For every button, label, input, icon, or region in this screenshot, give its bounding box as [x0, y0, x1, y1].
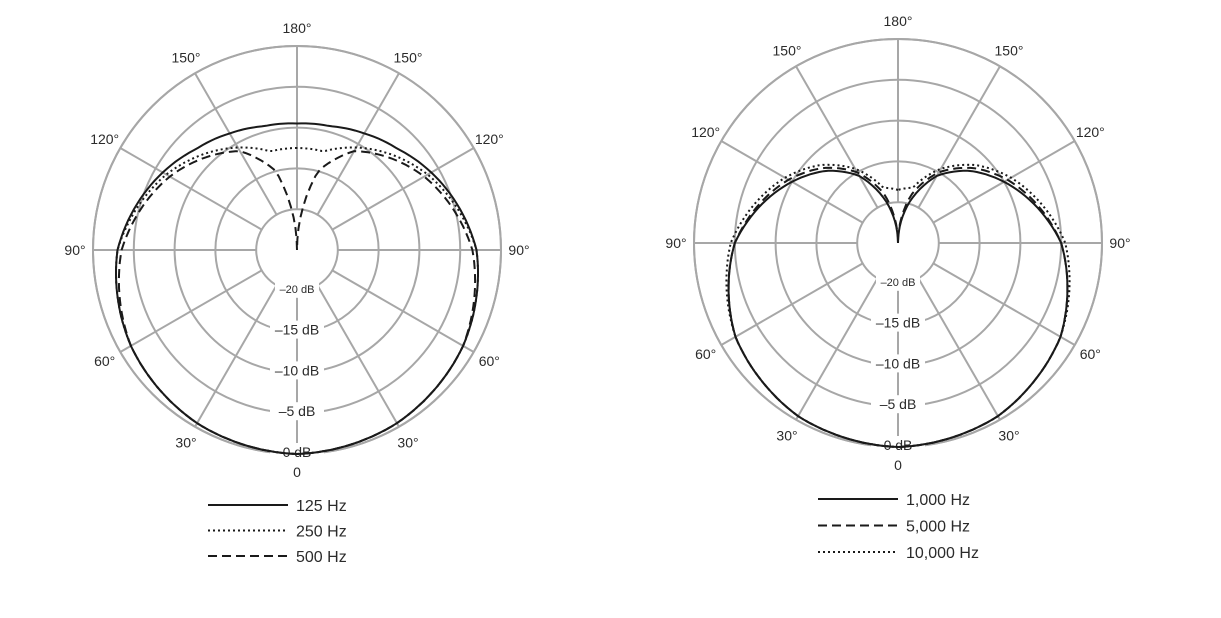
angle-label: 150°	[394, 50, 423, 66]
legend-label: 1,000 Hz	[906, 492, 970, 509]
db-ring-label: –10 dB	[275, 362, 319, 378]
angle-label: 120°	[475, 131, 504, 147]
polar-chart-1: 0 30° 60° 90° 120° 150° 180° 150° 120° 90° 60° 30° 0…	[64, 20, 529, 566]
angle-label: 90°	[64, 242, 85, 258]
angle-label: 60°	[695, 346, 716, 362]
angle-label: 150°	[172, 50, 201, 66]
angle-label: 60°	[94, 353, 115, 369]
legend: 1,000 Hz 5,000 Hz 10,000 Hz	[818, 492, 979, 562]
angle-label: 30°	[776, 427, 797, 443]
angle-label: 180°	[884, 13, 913, 29]
db-ring-label: –15 dB	[876, 315, 920, 331]
angle-label: 60°	[1080, 346, 1101, 362]
series-curve-3	[725, 163, 1071, 449]
db-label-bg	[871, 436, 925, 454]
legend-label: 125 Hz	[296, 498, 347, 515]
db-label-bg	[270, 402, 324, 421]
db-ring-label: –10 dB	[876, 355, 920, 371]
angle-label: 90°	[1109, 235, 1130, 251]
angle-label: 90°	[665, 235, 686, 251]
db-label-bg	[876, 272, 920, 291]
db-label-bg	[871, 313, 925, 332]
legend-label: 10,000 Hz	[906, 545, 979, 562]
legend-label: 500 Hz	[296, 549, 347, 566]
angle-label: 120°	[90, 131, 119, 147]
legend-label: 250 Hz	[296, 524, 347, 541]
db-label-bg	[275, 279, 319, 298]
db-label-bg	[871, 354, 925, 373]
db-ring-label: 0 dB	[283, 444, 312, 460]
angle-label: 180°	[283, 20, 312, 36]
series-curve-3	[117, 150, 477, 456]
db-label-bg	[270, 361, 324, 380]
db-ring-label: –15 dB	[275, 322, 319, 338]
angle-label: 120°	[691, 124, 720, 140]
db-ring-label: 0 dB	[884, 437, 913, 453]
polar-chart-2: 0 30° 60° 90° 120° 150° 180° 150° 120° 90° 60° 30° 0…	[665, 13, 1130, 562]
angle-label: 0	[894, 457, 902, 473]
db-ring-label: –5 dB	[880, 396, 917, 412]
angle-label: 30°	[397, 434, 418, 450]
angle-label: 90°	[508, 242, 529, 258]
db-label-bg	[871, 395, 925, 414]
series-curve-2	[727, 166, 1069, 449]
db-ring-label: –20 dB	[280, 284, 315, 296]
db-label-bg	[270, 443, 324, 461]
angle-label: 60°	[479, 353, 500, 369]
db-ring-label: –20 dB	[881, 277, 916, 289]
angle-label: 120°	[1076, 124, 1105, 140]
legend-label: 5,000 Hz	[906, 519, 970, 536]
legend: 125 Hz 250 Hz 500 Hz	[208, 498, 347, 566]
angle-label: 150°	[773, 43, 802, 59]
angle-label: 30°	[175, 434, 196, 450]
angle-label: 30°	[998, 427, 1019, 443]
db-ring-label: –5 dB	[279, 403, 316, 419]
db-label-bg	[270, 320, 324, 339]
angle-label: 0	[293, 464, 301, 480]
angle-label: 150°	[995, 43, 1024, 59]
